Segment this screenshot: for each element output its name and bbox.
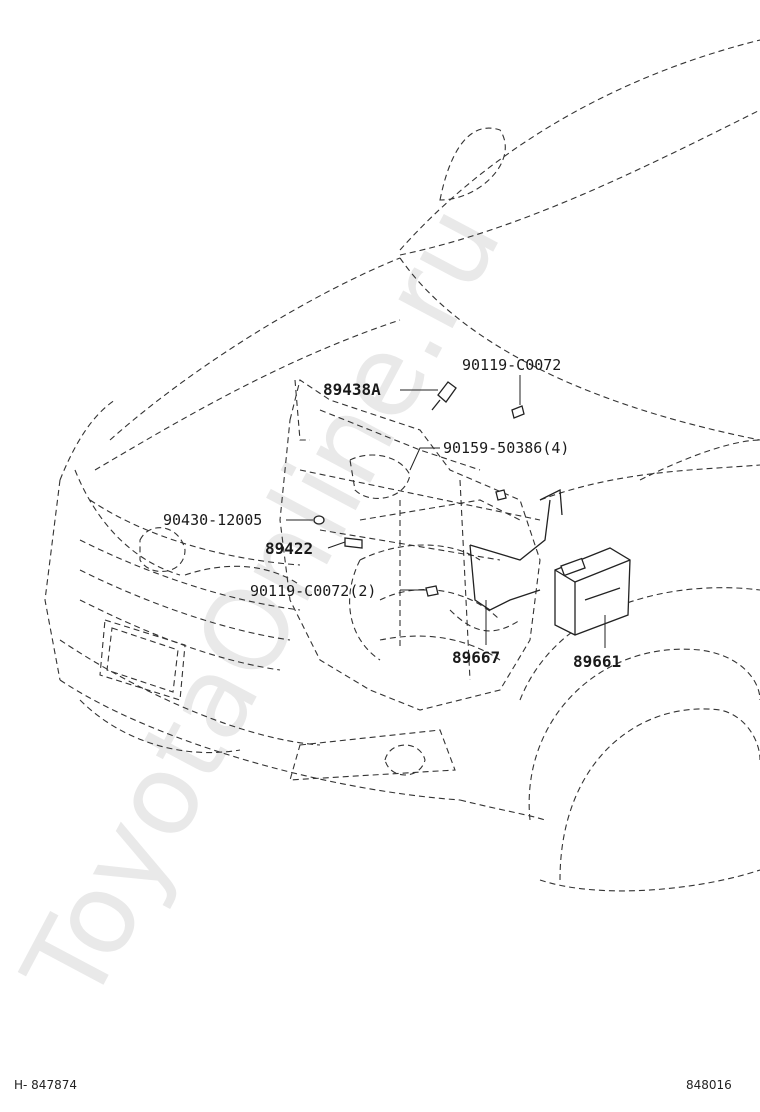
bracket-89667 — [469, 488, 563, 611]
car-body-outline — [44, 39, 760, 892]
leader-lines — [286, 375, 606, 648]
callout-90119-c0072-top: 90119-C0072 — [462, 356, 561, 374]
diagram-id-left: H- 847874 — [14, 1078, 77, 1092]
ecu-89661 — [554, 547, 631, 636]
sensor-89438a — [431, 381, 457, 411]
bolt-90159 — [495, 489, 507, 501]
callout-90119-c0072-2: 90119-C0072(2) — [250, 582, 376, 600]
bolt-90119-pair — [425, 585, 439, 597]
callout-89422: 89422 — [265, 539, 313, 558]
diagram-id-right: 848016 — [686, 1078, 732, 1092]
gasket-90430 — [313, 515, 325, 525]
callout-89661: 89661 — [573, 652, 621, 671]
callout-89667: 89667 — [452, 648, 500, 667]
bolt-90119-top — [511, 405, 525, 419]
callout-89438a: 89438A — [323, 380, 381, 399]
callout-90430-12005: 90430-12005 — [163, 511, 262, 529]
sensor-89422 — [344, 537, 363, 549]
callout-90159-50386: 90159-50386(4) — [443, 439, 569, 457]
engine-block — [279, 379, 541, 711]
